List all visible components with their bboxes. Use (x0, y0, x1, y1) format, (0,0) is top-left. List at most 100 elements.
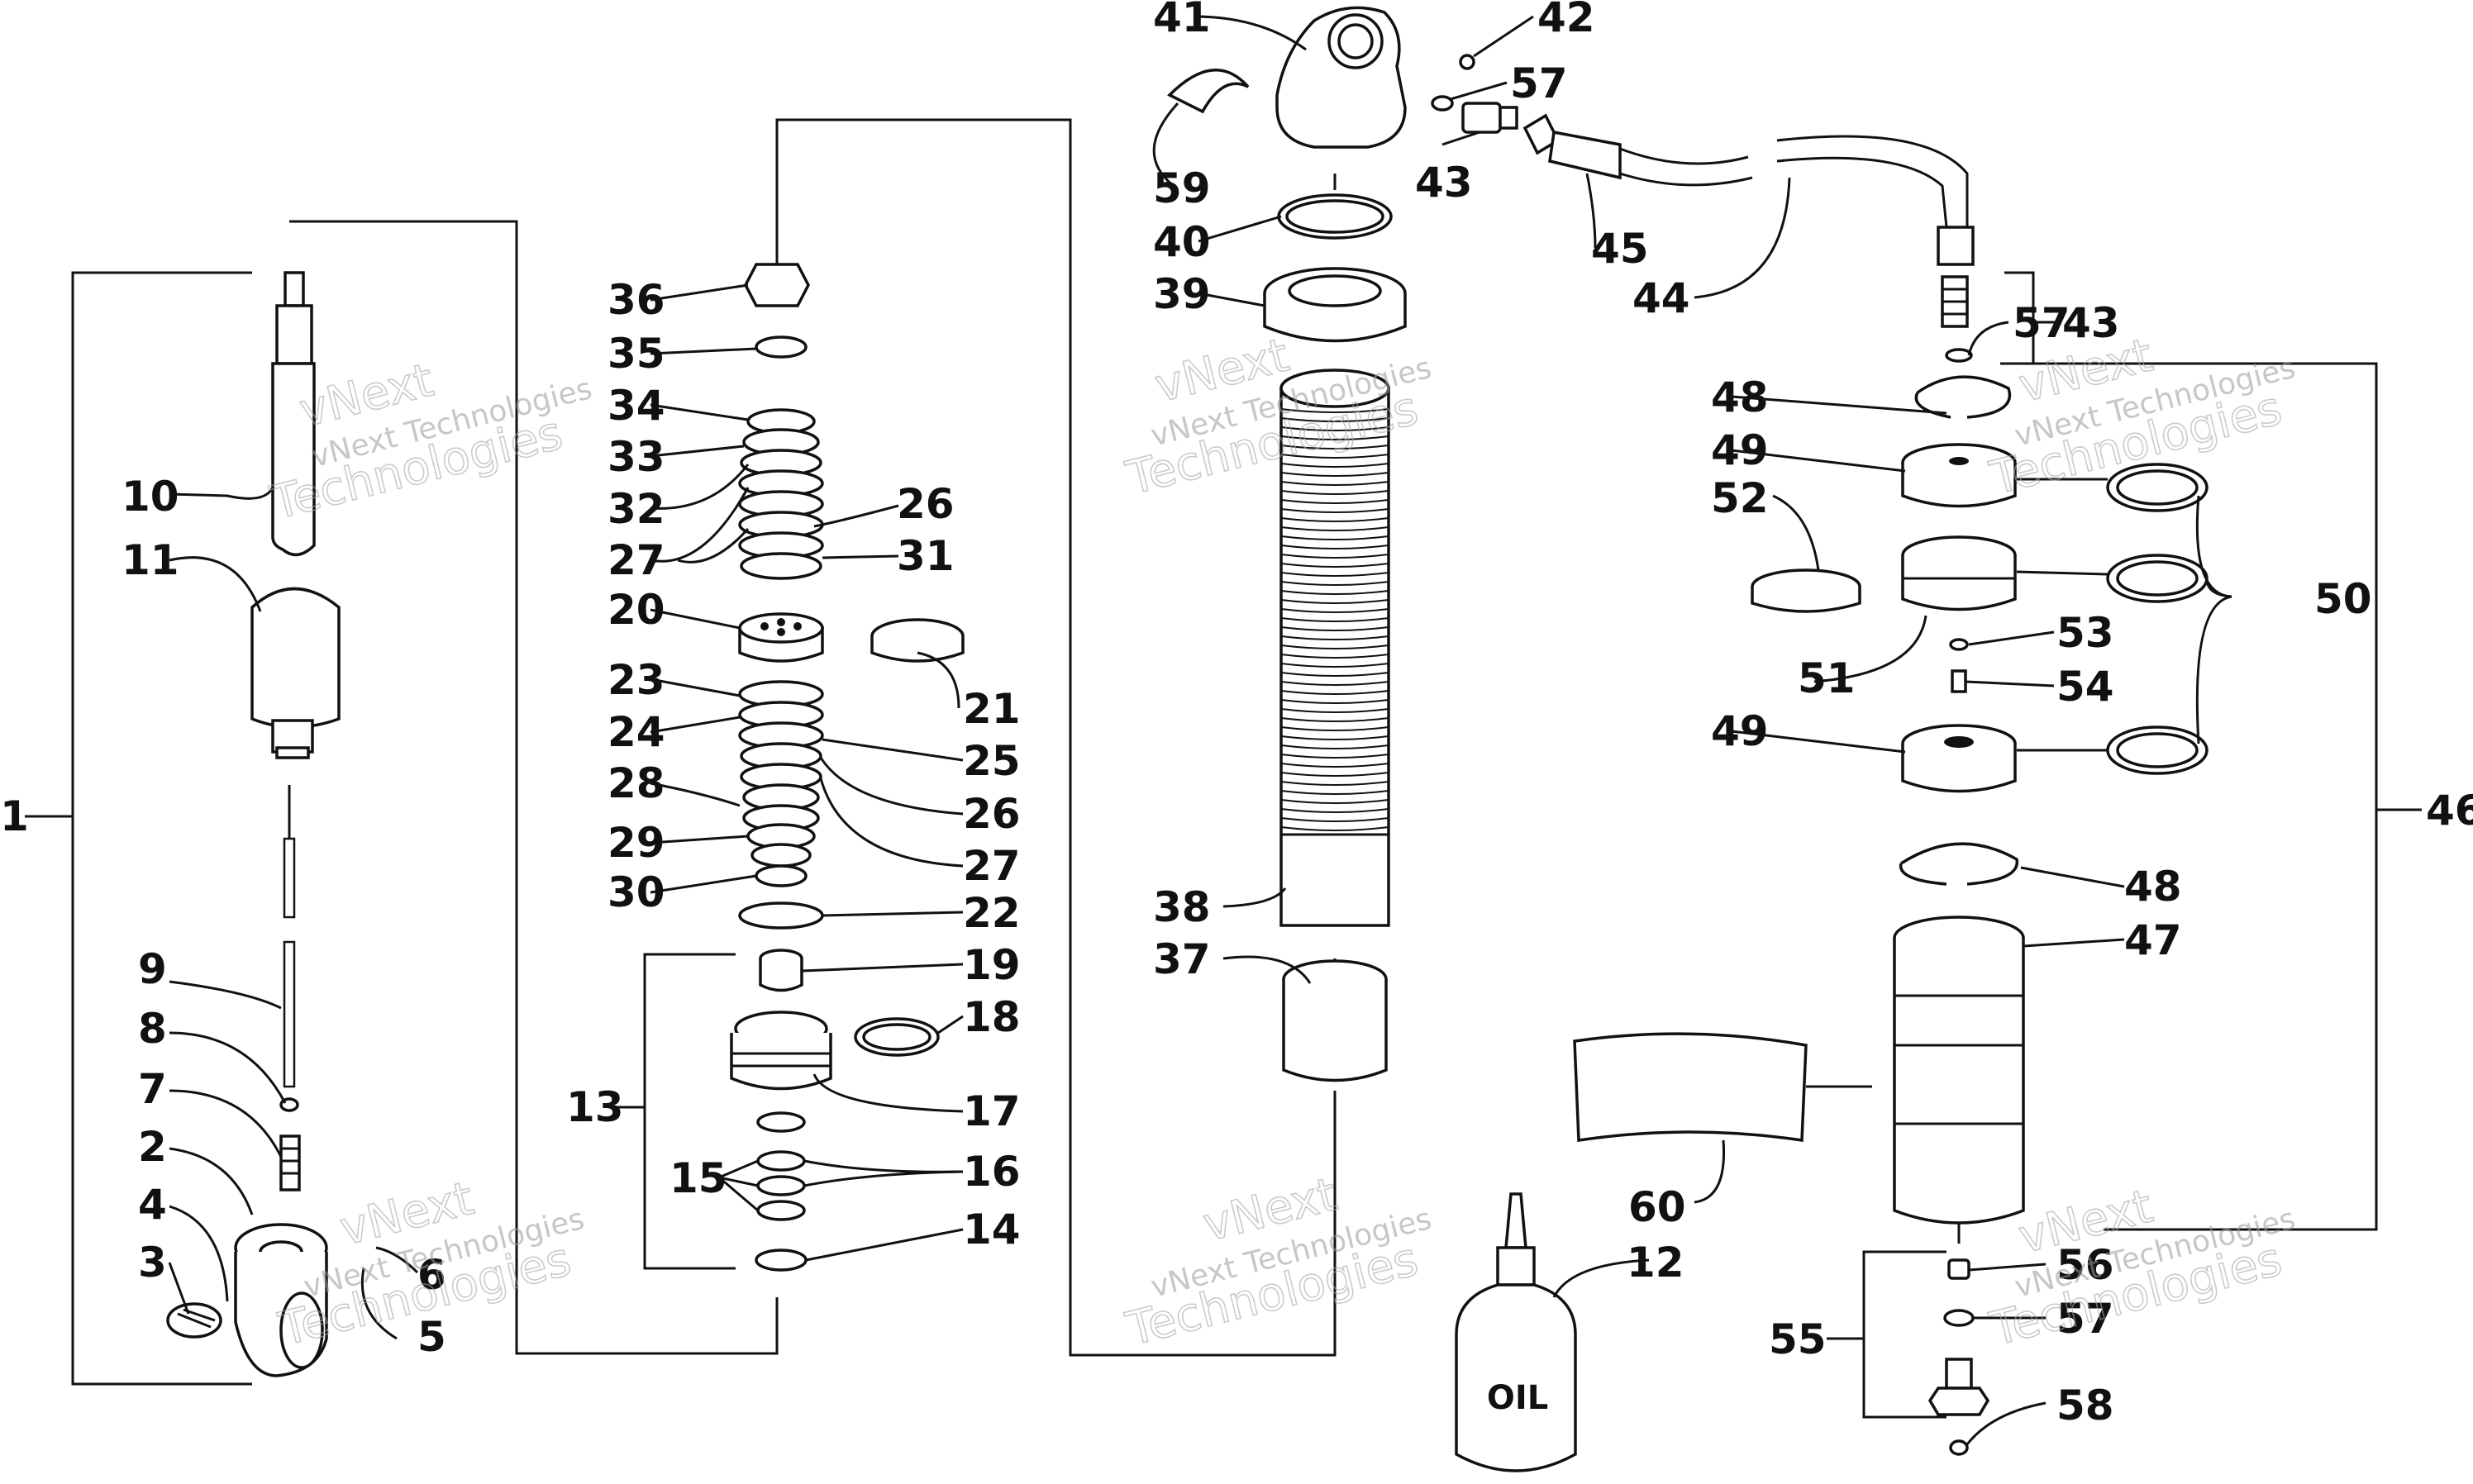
thread-line (1280, 754, 1389, 759)
label-part-51: 51 (1798, 654, 1856, 702)
label-part-1: 1 (0, 792, 29, 840)
part-50-orings (2106, 463, 2209, 775)
thread-line (1280, 581, 1389, 586)
thread-line (1280, 599, 1389, 604)
part-51-floating-piston (1901, 535, 2017, 611)
label-part-10: 10 (122, 473, 179, 521)
part-49-piston-top (1901, 443, 2017, 508)
part-48-snap-ring-top (1914, 375, 2012, 419)
thread-line (1280, 635, 1389, 640)
thread-line (1280, 744, 1389, 749)
part-11-bumper (250, 587, 341, 759)
thread-line (1280, 545, 1389, 549)
label-part-43-top: 43 (1415, 159, 1473, 207)
label-part-57-right: 57 (2013, 299, 2070, 347)
label-part-57-top: 57 (1510, 59, 1568, 107)
thread-line (1280, 445, 1389, 449)
label-part-34: 34 (608, 382, 665, 430)
thread-line (1280, 499, 1389, 504)
leader-lines (168, 15, 2232, 1445)
label-part-6: 6 (417, 1251, 446, 1299)
label-part-50: 50 (2314, 575, 2372, 623)
thread-line (1280, 826, 1389, 831)
thread-line (1280, 717, 1389, 722)
thread-line (1280, 590, 1389, 595)
thread-line (1280, 472, 1389, 477)
label-part-27b: 27 (963, 842, 1021, 890)
thread-line (1280, 817, 1389, 822)
label-part-49-top: 49 (1711, 426, 1769, 474)
part-45-hose-fitting (1522, 113, 1622, 180)
label-part-36: 36 (608, 276, 665, 324)
label-part-33: 33 (608, 433, 665, 481)
washer-stack (738, 335, 824, 580)
part-3-bushing (166, 1302, 222, 1339)
label-part-42: 42 (1537, 0, 1595, 41)
label-part-9: 9 (138, 945, 167, 993)
label-part-37: 37 (1153, 935, 1211, 983)
part-39-nut (1263, 267, 1407, 343)
part-58-cap (1949, 1439, 1969, 1456)
thread-line (1280, 781, 1389, 786)
thread-line (1280, 763, 1389, 768)
part-21-ring (870, 618, 965, 663)
label-part-24: 24 (608, 708, 665, 756)
thread-line (1280, 726, 1389, 731)
label-part-3: 3 (138, 1239, 167, 1287)
thread-line (1280, 554, 1389, 559)
thread-line (1280, 417, 1389, 422)
thread-line (1280, 572, 1389, 577)
watermark-center-bottom: vNext vNext Technologies Technologies (1120, 1167, 1435, 1358)
label-part-25: 25 (963, 737, 1021, 785)
label-part-44: 44 (1632, 274, 1690, 322)
thread-line (1280, 663, 1389, 668)
label-part-26b: 26 (963, 790, 1021, 838)
thread-line (1280, 808, 1389, 813)
part-48-snap-ring-bottom (1899, 842, 2019, 886)
part-41-reservoir-cap (1275, 6, 1407, 149)
label-part-28: 28 (608, 759, 665, 807)
label-part-18: 18 (963, 993, 1021, 1041)
label-part-47: 47 (2124, 916, 2182, 964)
part-60-sleeve (1573, 1032, 1808, 1143)
label-part-27a: 27 (608, 536, 665, 584)
parts-14-16-rings (755, 1111, 808, 1272)
label-part-7: 7 (138, 1065, 167, 1113)
part-56-cap (1947, 1258, 1970, 1280)
thread-line (1280, 735, 1389, 740)
part-2-eyelet (234, 1223, 328, 1377)
label-part-13: 13 (566, 1083, 624, 1131)
group-brackets (25, 118, 2422, 1419)
label-part-16: 16 (963, 1148, 1021, 1196)
thread-line (1280, 772, 1389, 777)
part-37-bushing (1282, 959, 1388, 1082)
label-part-53: 53 (2056, 609, 2114, 657)
label-part-4: 4 (138, 1181, 167, 1229)
thread-line (1280, 681, 1389, 686)
label-part-23: 23 (608, 656, 665, 704)
thread-line (1280, 654, 1389, 659)
label-part-14: 14 (963, 1206, 1021, 1253)
thread-line (1280, 608, 1389, 613)
part-43-fitting (1941, 275, 1969, 328)
thread-line (1280, 454, 1389, 459)
label-part-48-top: 48 (1711, 373, 1769, 421)
thread-line (1280, 626, 1389, 631)
label-part-56: 56 (2056, 1241, 2114, 1289)
thread-line (1280, 408, 1389, 413)
label-part-2: 2 (138, 1123, 167, 1171)
label-part-31: 31 (897, 532, 955, 580)
thread-line (1280, 790, 1389, 795)
label-part-12: 12 (1627, 1239, 1684, 1287)
thread-line (1280, 690, 1389, 695)
body-threads (1280, 408, 1389, 831)
part-57-washer-top (1431, 95, 1454, 112)
label-part-48-bottom: 48 (2124, 863, 2182, 911)
part-12-oil-bottle: OIL (1455, 1192, 1577, 1472)
part-43-fitting-top (1461, 102, 1518, 134)
thread-line (1280, 490, 1389, 495)
thread-line (1280, 508, 1389, 513)
thread-line (1280, 699, 1389, 704)
